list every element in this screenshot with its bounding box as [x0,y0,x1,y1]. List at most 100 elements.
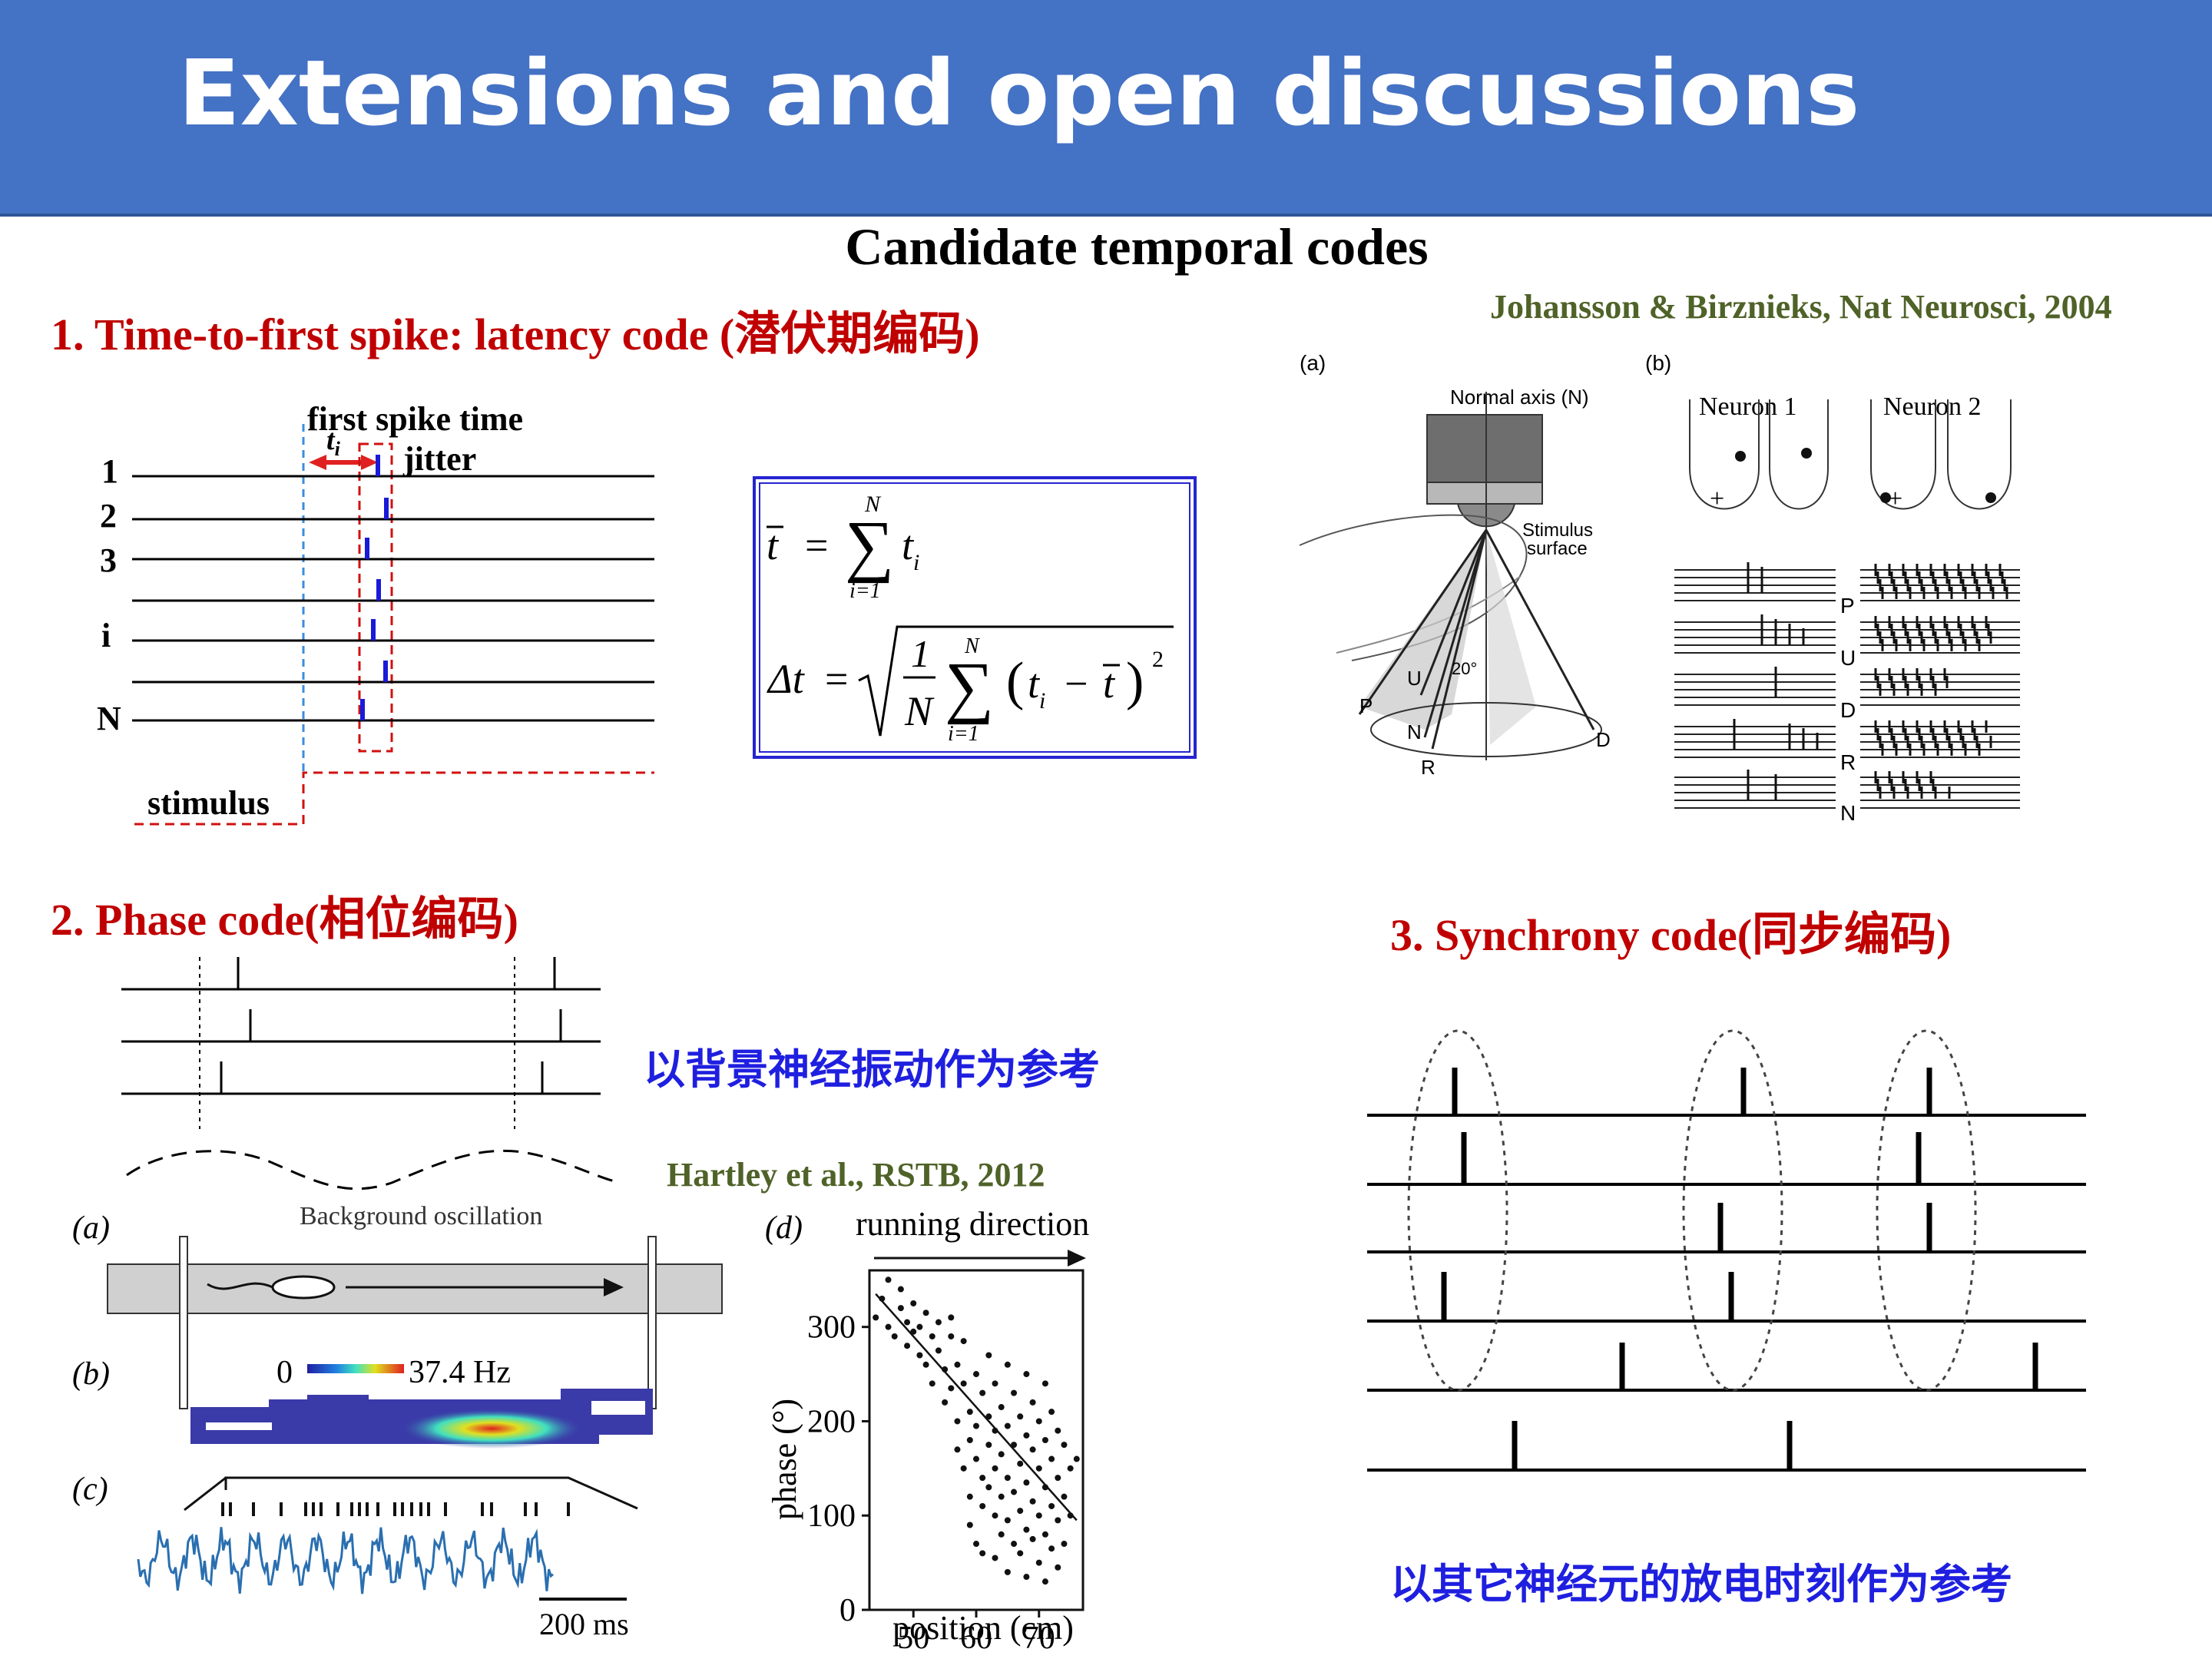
latency-heading-en: 1. Time-to-first spike: latency code ( [51,310,735,359]
receptor-dot-3 [1880,492,1891,503]
phase-code-diagram: Background oscillation [121,957,615,1230]
lfp-trace [137,1527,554,1594]
vector-n [1423,529,1488,738]
vector-p [1358,529,1488,715]
formula: t = N ∑ i=1 ti Δt = 1 N N ∑ i=1 ( ti − t… [767,492,1174,746]
hartley-citation: Hartley et al., RSTB, 2012 [667,1156,1045,1194]
data-point [1055,1517,1061,1524]
data-point [1035,1418,1042,1425]
row-label-1: 1 [101,452,118,490]
synchrony-diagram [1367,1029,2086,1472]
johansson-figure: (a) (b) Normal axis (N) Stimulus surface… [1299,351,2020,825]
data-point [1055,1475,1061,1482]
data-point [897,1305,904,1312]
force-cone [1359,530,1486,730]
data-point [1011,1442,1018,1449]
x-tick-label: 50 [897,1621,929,1651]
paren-open: ( [1006,652,1024,711]
force-vectors [1358,529,1595,750]
johansson-panel-a: (a) [1300,351,1326,375]
data-point [992,1380,998,1387]
data-point [916,1352,923,1359]
data-point [992,1555,998,1561]
stimulator-probe [1426,414,1543,483]
jitter-label: jitter [402,440,476,478]
frac-num: 1 [911,632,930,675]
std-square: 2 [1152,647,1164,672]
synchrony-note: 以其它神经元的放电时刻作为参考 [1390,1560,2012,1608]
rate-map-gap-1 [206,1422,272,1430]
normal-axis-label: Normal axis (N) [1450,386,1589,409]
data-point [1048,1455,1055,1462]
data-point [1023,1574,1030,1581]
data-point [960,1465,967,1472]
data-point [960,1338,967,1345]
data-point [1023,1371,1030,1378]
data-point [929,1380,935,1387]
latency-diagram: first spike time ti jitter 1 2 3 i N sti… [97,400,654,826]
data-point [1041,1531,1048,1538]
zoom-bracket [224,1476,638,1510]
data-point [1004,1422,1011,1429]
raster-label-r: R [1840,750,1856,774]
fingertip-2a [1870,399,1936,510]
data-point [935,1319,942,1326]
track-arrowhead [604,1278,624,1296]
data-point [1055,1427,1061,1434]
data-point [985,1484,992,1491]
data-point [966,1437,973,1443]
data-point [973,1455,979,1462]
data-point [954,1361,961,1368]
direction-n: N [1407,720,1422,743]
data-point [979,1550,986,1557]
receptor-dot-4 [1985,492,1996,503]
data-point [1011,1389,1018,1396]
fingertip-1b [1769,399,1829,510]
sync-group-1 [1407,1029,1508,1392]
data-point [1017,1508,1024,1515]
data-point [1035,1512,1042,1519]
neuron-2-label: Neuron 2 [1883,392,1981,421]
running-direction-label: running direction [856,1205,1089,1243]
stimulus-step [134,771,654,826]
data-point [960,1380,967,1387]
fingertip-sketches [1689,399,2012,510]
latency-heading-cn: 潜伏期编码 [734,307,965,361]
zoom-bracket-left [184,1476,227,1512]
data-point [1029,1535,1036,1542]
data-point [973,1422,979,1429]
direction-ellipse [1370,702,1602,757]
receptor-mark-2: + [1888,485,1902,513]
stimulus-surface-label-1: Stimulus [1522,520,1593,541]
section-synchrony-heading: 3. Synchrony code(同步编码) [1390,897,1951,964]
data-point [1029,1446,1036,1453]
synchrony-heading-en: 3. Synchrony code( [1390,910,1753,960]
receptor-mark-1: + [1710,485,1724,513]
data-point [948,1333,955,1339]
mean-term: ti [902,522,919,575]
latency-spike-trains [132,475,654,722]
track-end-left [179,1236,188,1409]
data-point [1048,1545,1055,1552]
direction-p: P [1359,694,1373,717]
phase-heading-cn: 相位编码 [319,892,504,946]
hartley-panel-b: (b) [72,1356,110,1392]
y-tick-label: 100 [807,1498,856,1534]
synchrony-groups [1407,1029,1977,1392]
first-spike-label: first spike time [307,400,523,438]
data-point [985,1352,992,1359]
data-point [1035,1465,1042,1472]
phase-trains [121,957,601,1095]
std-sum-bottom: i=1 [948,722,979,746]
section-phase-heading: 2. Phase code(相位编码) [51,882,518,949]
data-point [992,1465,998,1472]
data-point [998,1451,1005,1458]
y-tick-label: 0 [839,1593,856,1628]
data-point [897,1286,904,1293]
data-point [948,1385,955,1392]
y-tick-label: 300 [807,1310,856,1346]
data-point [966,1493,973,1500]
stimulus-label: stimulus [147,784,270,822]
data-point [979,1389,986,1396]
